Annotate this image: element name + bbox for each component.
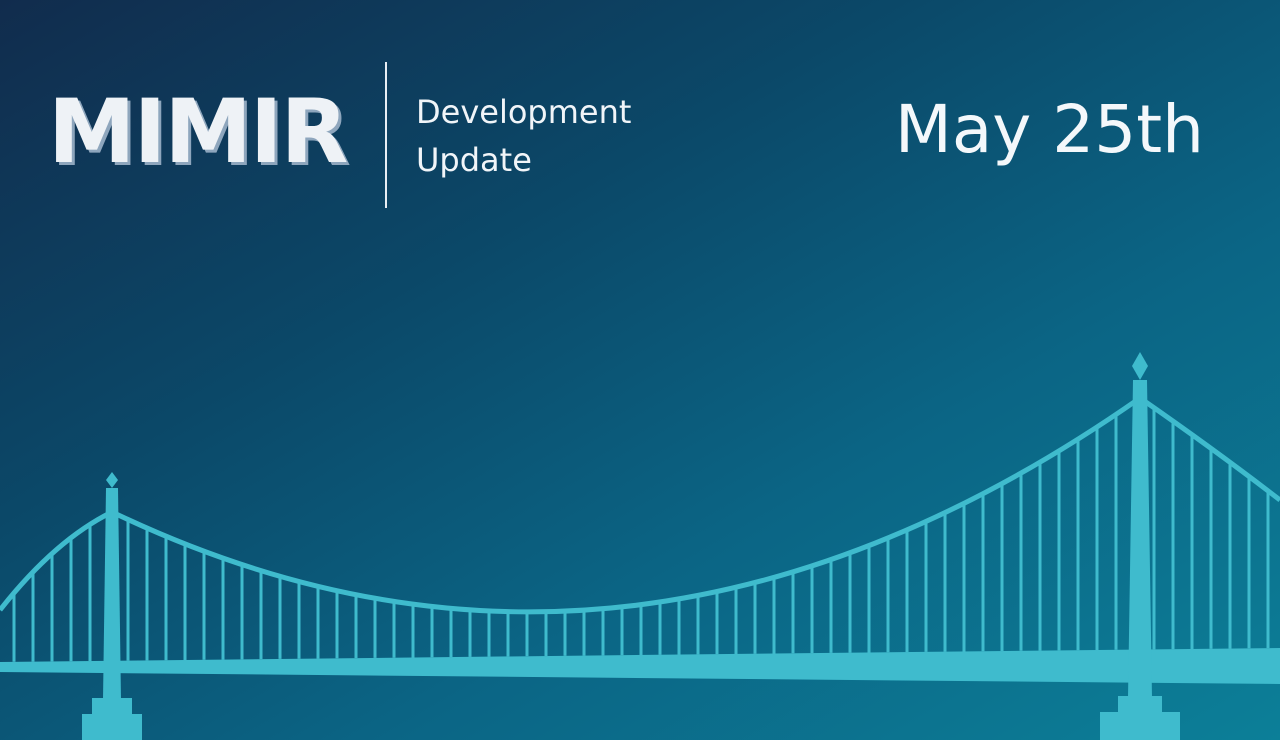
bridge-cables xyxy=(0,395,1280,615)
divider xyxy=(385,62,387,208)
bridge-tower-right xyxy=(1100,352,1180,740)
subtitle-line-1: Development xyxy=(416,93,632,131)
mimir-logo: MIMIR xyxy=(48,80,348,183)
bridge-hangers xyxy=(12,407,1270,662)
bridge-tower-left xyxy=(82,472,142,740)
bridge-deck xyxy=(0,648,1280,684)
subtitle: Development Update xyxy=(416,88,676,184)
date-label: May 25th xyxy=(894,91,1204,168)
subtitle-line-2: Update xyxy=(416,141,532,179)
